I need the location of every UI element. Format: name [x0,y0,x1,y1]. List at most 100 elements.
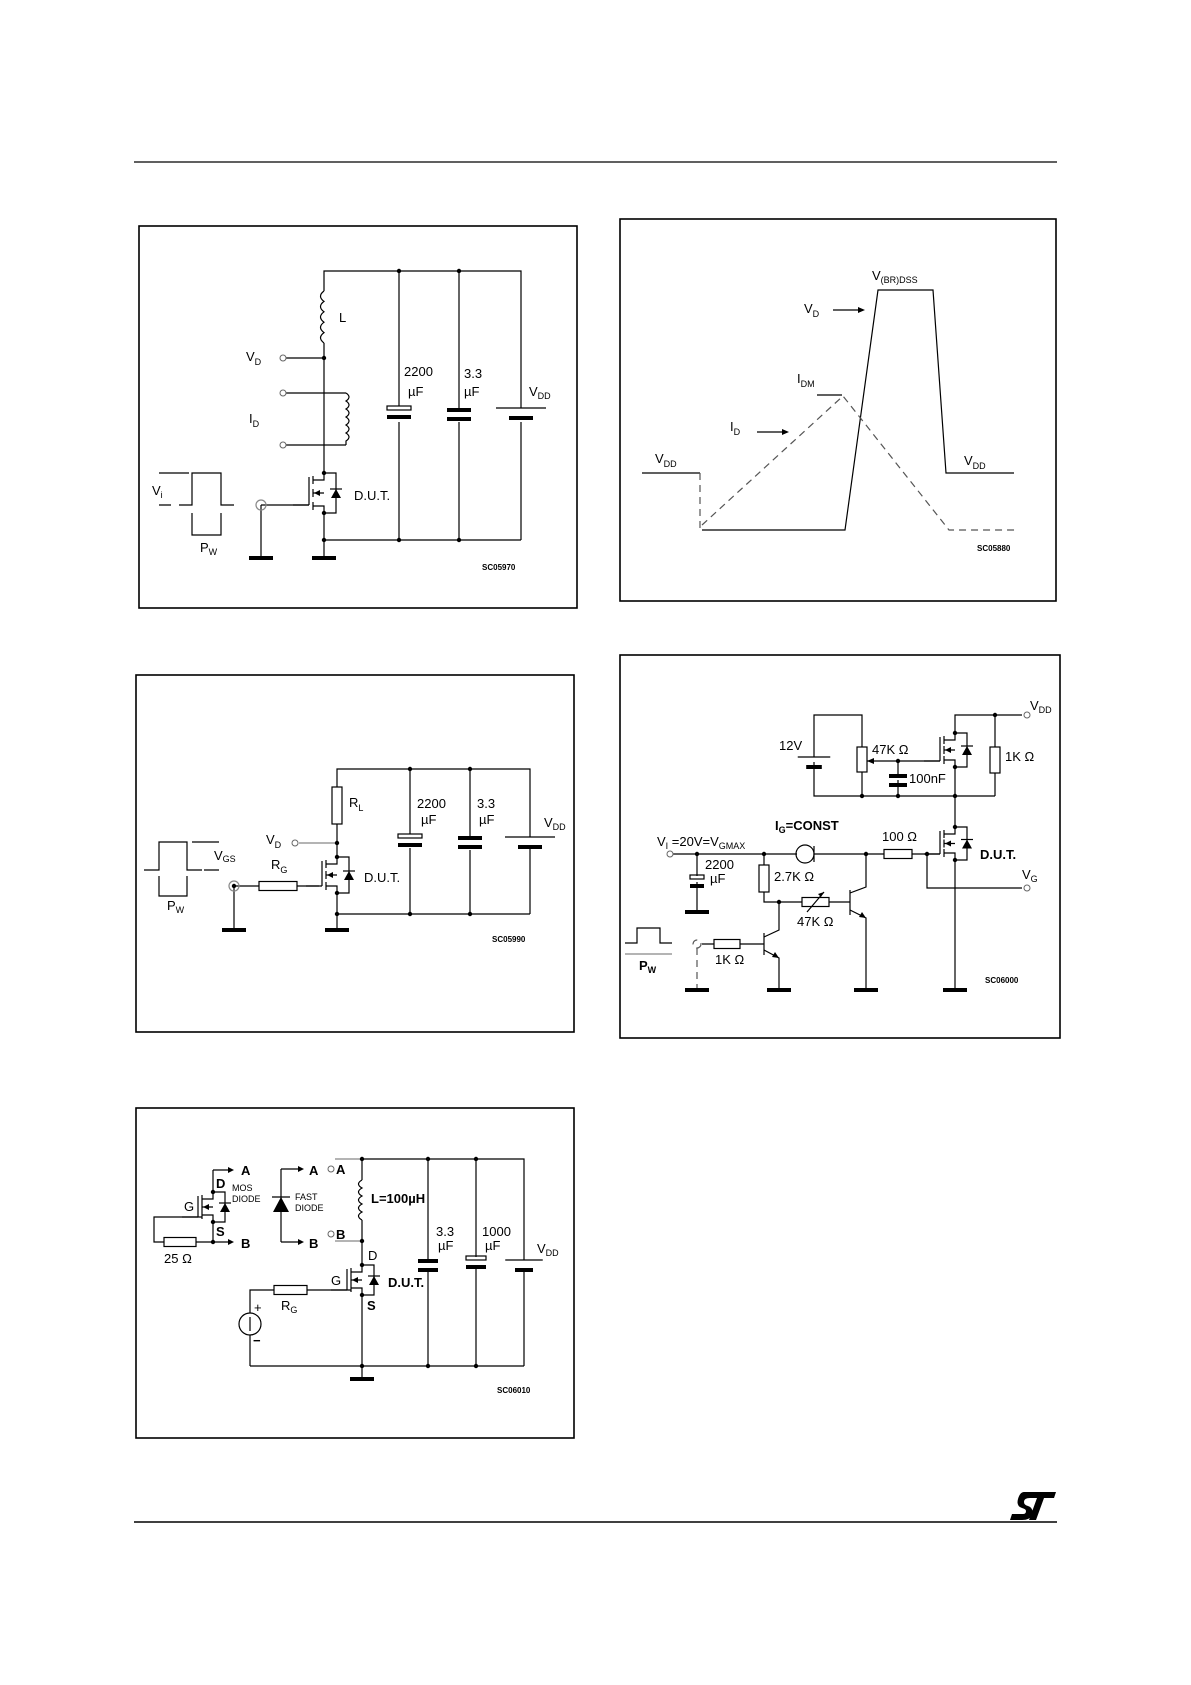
id-waveform [699,395,1017,531]
junction-dot [924,851,930,857]
body-diode-icon [962,746,972,755]
drain-label: D [368,1248,377,1263]
pw-label: PW [167,898,185,915]
vdd-label: VDD [1030,698,1052,715]
junction-dot [776,899,782,905]
figure-code: SC05880 [977,544,1011,553]
terminal-icon [666,850,674,858]
current-probe-icon [344,392,350,445]
ground-icon [854,988,878,992]
cap-value: 2200 [705,857,734,872]
minus-label: − [253,1333,261,1348]
battery-icon [505,836,555,849]
figure-frame [619,218,1057,602]
junction-dot [992,712,998,718]
junction-dot [952,730,958,736]
battery-icon [505,1259,543,1272]
load-resistor-icon [331,786,343,825]
figure-code: SC05970 [482,563,516,572]
unclamped-inductive-test-circuit: L VD ID 2200 µF 3.3 µF VDD D.U.T. Vi PW … [138,225,578,609]
fast-diode-label: DIODE [295,1203,324,1213]
resistor-icon [989,746,1001,774]
junction-dot [952,793,958,799]
terminal-b-label: B [336,1227,345,1242]
junction-dot [895,758,901,764]
junction-dot [473,1363,479,1369]
junction-dot [456,537,462,543]
gate-resistor-icon [258,880,298,892]
cap-unit: µF [438,1238,453,1253]
vd-label: VD [804,301,820,319]
junction-dot [425,1363,431,1369]
junction-dot [210,1239,216,1245]
constant-current-source-icon [795,844,815,864]
junction-dot [467,911,473,917]
terminal-b-label: B [241,1236,250,1251]
figure-code: SC06010 [497,1386,531,1395]
st-logo [1010,1492,1056,1520]
junction-dot [334,840,340,846]
vdd-label: VDD [544,815,566,832]
junction-dot [359,1262,365,1268]
terminal-a-label: A [309,1163,319,1178]
junction-dot [407,911,413,917]
terminal-icon [1023,884,1031,892]
input-pulse [179,472,234,506]
dut-label: D.U.T. [354,488,390,503]
vd-label: VD [266,832,282,850]
capacitor-icon [458,836,482,849]
terminals [291,839,299,847]
junction-dot [761,851,767,857]
gate-label: G [331,1273,341,1288]
junction-dot [359,1292,365,1298]
mos-diode-label: DIODE [232,1194,261,1204]
terminal-icon [1023,711,1031,719]
battery-icon [797,756,831,769]
junction-dot [863,851,869,857]
gate-label: G [184,1199,194,1214]
cap-label: 100nF [909,771,946,786]
cap-unit: µF [421,812,436,827]
junction-dot [859,793,865,799]
gate-input-terminal [255,499,267,511]
mosfet-dut-icon [306,856,355,894]
junction-dot [456,268,462,274]
fast-diode-label: FAST [295,1192,318,1202]
vdd-label: VDD [537,1241,559,1258]
figure-frame [138,225,578,609]
junctions [694,712,998,905]
ground-icon [685,988,709,992]
battery-label: 12V [779,738,802,753]
idm-label: IDM [797,371,815,389]
vgs-label: VGS [214,848,236,864]
dut-label: D.U.T. [388,1275,424,1290]
junction-dot [359,1363,365,1369]
cap-unit: µF [710,871,725,886]
capacitor-icon [418,1259,438,1272]
junction-dot [334,911,340,917]
gate-resistor-icon [273,1284,308,1296]
pw-label: PW [200,540,218,557]
resistor-label: 25 Ω [164,1251,192,1266]
cap-value: 3.3 [464,366,482,381]
cap-unit: µF [485,1238,500,1253]
inductor-icon [319,290,326,344]
ground-icon [249,556,273,560]
junction-dot [895,793,901,799]
mos-diode-label: MOS [232,1183,253,1193]
ground-icon [312,556,336,560]
vd-waveform [642,289,1014,531]
vi-label: Vi [152,483,163,500]
junction-dot [396,268,402,274]
junction-dot [694,851,700,857]
resistor-label: 1K Ω [1005,749,1035,764]
junction-dot [321,510,327,516]
pulse-source-icon [238,1312,262,1336]
rg-label: RG [271,857,287,875]
id-label: ID [730,419,741,437]
resistor-label: 47K Ω [797,914,834,929]
resistor-icon [163,1236,197,1248]
junction-dot [321,355,327,361]
inductor-icon [357,1179,364,1221]
junctions [210,1156,479,1369]
